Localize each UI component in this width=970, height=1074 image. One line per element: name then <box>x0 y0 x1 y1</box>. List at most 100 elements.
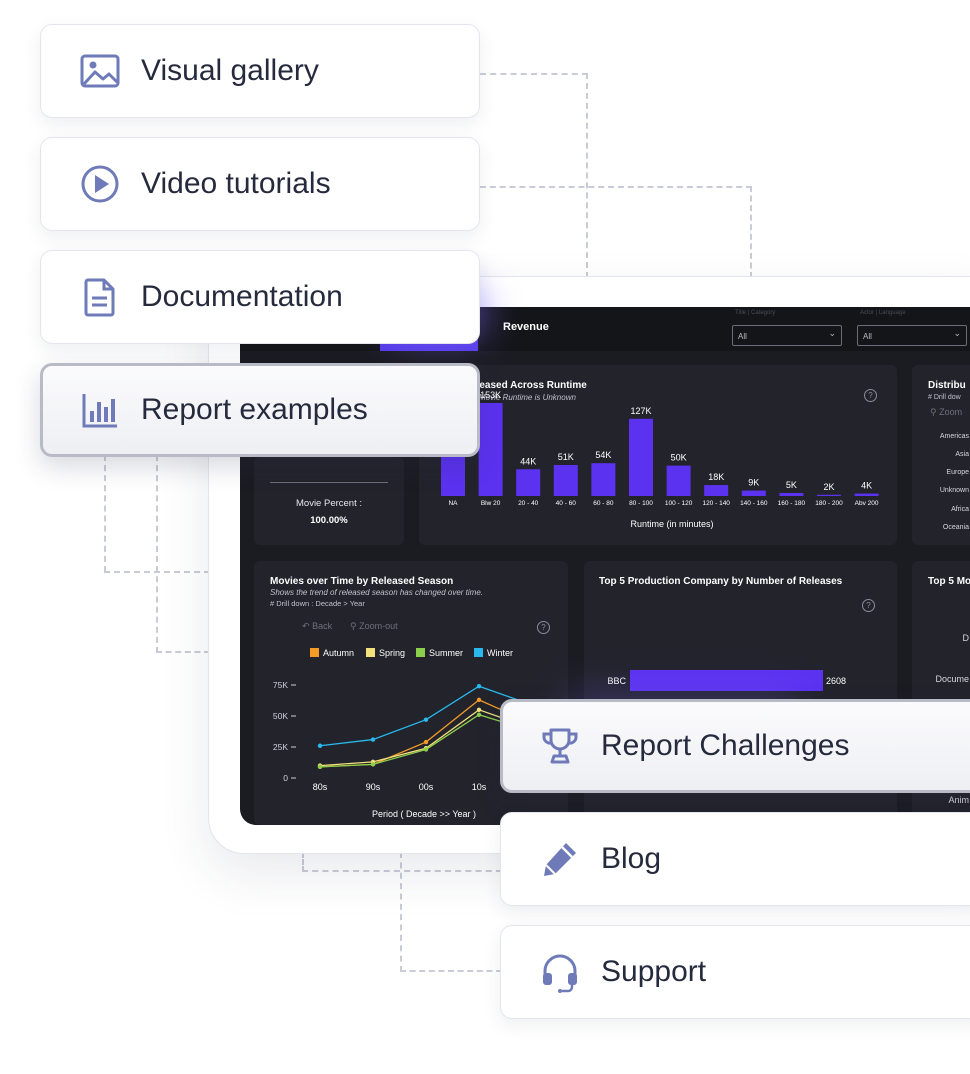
runtime-bar <box>817 494 841 496</box>
series-point <box>423 739 429 745</box>
runtime-category-label: Abv 200 <box>855 500 879 507</box>
headset-icon <box>539 951 581 993</box>
series-point <box>476 684 482 689</box>
connector-line <box>302 852 304 872</box>
menu-item-blog[interactable]: Blog <box>500 812 970 906</box>
menu-item-label: Documentation <box>141 280 343 313</box>
back-button[interactable]: ↶ Back <box>302 621 332 632</box>
runtime-category-label: Blw 20 <box>481 500 501 507</box>
legend-label: Autumn <box>323 648 354 658</box>
menu-item-label: Support <box>601 955 707 988</box>
filter-select[interactable]: All ⌄ <box>857 325 967 346</box>
y-tick-label: 75K <box>273 680 288 690</box>
region-label: Americas <box>939 433 969 440</box>
filter-select[interactable]: All ⌄ <box>732 325 842 346</box>
runtime-bar <box>553 465 578 496</box>
runtime-category-label: NA <box>448 500 458 507</box>
runtime-bar-value: 50K <box>671 453 687 463</box>
runtime-bar-value: 44K <box>520 456 536 466</box>
runtime-bar-value: 9K <box>748 478 759 488</box>
top5-label: D <box>962 633 970 643</box>
zoom-out-button[interactable]: ⚲ Zoom-out <box>350 621 398 632</box>
help-icon[interactable]: ? <box>862 599 875 612</box>
zoom-out-label: Zoom-out <box>359 621 398 631</box>
company-bar-value: 2608 <box>826 676 846 686</box>
runtime-chart-card: eleased Across Runtime Movie Runtime is … <box>419 365 897 545</box>
runtime-category-label: 60 - 80 <box>593 500 614 507</box>
back-arrow-icon: ↶ <box>302 621 310 631</box>
runtime-bar <box>854 493 879 496</box>
runtime-category-label: 160 - 180 <box>778 500 806 507</box>
document-icon <box>79 276 121 318</box>
legend-label: Summer <box>429 648 463 658</box>
kpi-label: Movie Percent : <box>296 498 362 509</box>
divider <box>270 482 388 483</box>
card-title: Distribu <box>928 380 966 391</box>
runtime-category-label: 100 - 120 <box>665 500 693 507</box>
x-tick-label: 90s <box>366 782 381 792</box>
connector-line <box>156 651 210 653</box>
y-tick-label: 25K <box>273 742 288 752</box>
connector-line <box>104 455 106 572</box>
runtime-category-label: 140 - 160 <box>740 500 768 507</box>
x-axis-title: Period ( Decade >> Year ) <box>372 809 476 819</box>
menu-item-report-examples[interactable]: Report examples <box>40 363 480 457</box>
menu-item-support[interactable]: Support <box>500 925 970 1019</box>
runtime-bar-value: 54K <box>595 450 611 460</box>
runtime-category-label: 80 - 100 <box>629 500 653 507</box>
zoom-label: Zoom <box>939 407 963 417</box>
connector-line <box>480 73 588 75</box>
region-label: Asia <box>955 451 969 458</box>
legend-swatch <box>366 648 375 657</box>
card-title: Top 5 Production Company by Number of Re… <box>599 576 843 587</box>
runtime-category-label: 20 - 40 <box>518 500 539 507</box>
runtime-bar <box>591 463 616 496</box>
tab-revenue[interactable]: Revenue <box>503 321 549 333</box>
connector-line <box>586 73 588 278</box>
runtime-bar-value: 127K <box>630 406 651 416</box>
filter-caption: Actor | Language <box>860 310 906 316</box>
series-point <box>317 764 323 770</box>
help-icon[interactable]: ? <box>537 621 550 634</box>
x-tick-label: 10s <box>472 782 487 792</box>
legend-swatch <box>474 648 483 657</box>
menu-item-label: Blog <box>601 842 662 875</box>
chevron-down-icon: ⌄ <box>953 328 961 338</box>
menu-item-video-tutorials[interactable]: Video tutorials <box>40 137 480 231</box>
x-axis-title: Runtime (in minutes) <box>630 519 713 529</box>
menu-item-label: Report Challenges <box>601 729 850 762</box>
series-point <box>476 712 482 717</box>
series-point <box>423 717 429 722</box>
connector-line <box>156 455 158 653</box>
menu-item-label: Video tutorials <box>141 167 331 200</box>
card-note: # Drill dow <box>928 394 961 401</box>
top5-label: Anim <box>948 795 969 805</box>
runtime-category-label: 40 - 60 <box>556 500 577 507</box>
series-point <box>370 762 376 767</box>
filter-value: All <box>863 332 872 341</box>
menu-item-visual-gallery[interactable]: Visual gallery <box>40 24 480 118</box>
runtime-bar <box>741 490 766 496</box>
zoom-control[interactable]: ⚲ Zoom <box>930 407 962 418</box>
legend-swatch <box>310 648 319 657</box>
card-title: Top 5 Mo <box>928 576 970 587</box>
runtime-bar-value: 153K <box>480 390 501 400</box>
back-label: Back <box>312 621 333 631</box>
menu-item-report-challenges[interactable]: Report Challenges <box>500 699 970 793</box>
runtime-category-label: 120 - 140 <box>702 500 730 507</box>
menu-item-documentation[interactable]: Documentation <box>40 250 480 344</box>
help-icon[interactable]: ? <box>864 389 877 402</box>
connector-line <box>400 852 402 972</box>
chevron-down-icon: ⌄ <box>828 328 836 338</box>
kpi-value: 100.00% <box>310 515 348 526</box>
card-subtitle: Movie Runtime is Unknown <box>479 393 576 402</box>
legend-swatch <box>416 648 425 657</box>
connector-line <box>480 186 752 188</box>
distribution-card: Distribu # Drill dow ⚲ Zoom Americas Asi… <box>912 365 970 545</box>
series-point <box>317 743 323 748</box>
x-tick-label: 00s <box>419 782 434 792</box>
menu-item-label: Visual gallery <box>141 54 319 87</box>
runtime-bar-value: 2K <box>823 482 834 492</box>
series-point <box>476 707 482 712</box>
